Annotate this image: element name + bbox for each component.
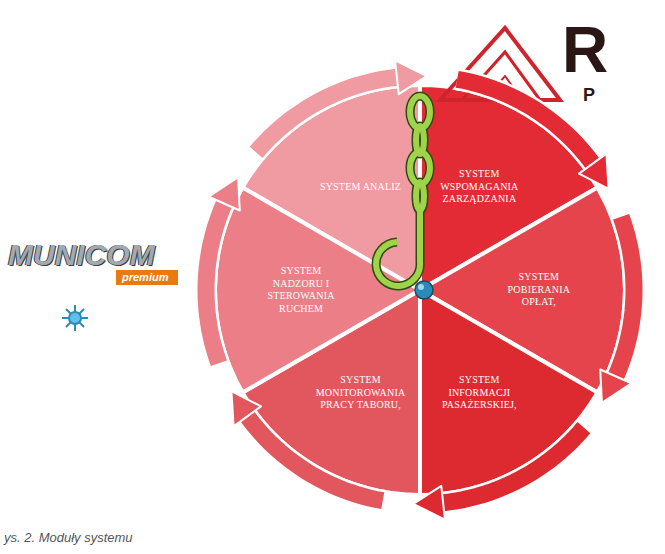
- module-name: SYSTEM INFORMACJI PASAŻERSKIEJ,: [431, 374, 527, 412]
- logo-subletter: P: [583, 86, 595, 104]
- cycle-arrow: [256, 60, 427, 152]
- module-name: SYSTEM NADZORU I STEROWANIA RUCHEM: [255, 265, 347, 315]
- module-name: SYSTEM WSPOMAGANIA ZARZĄDZANIA: [431, 168, 527, 206]
- pie-slice: [215, 188, 420, 393]
- module-segment: SYSTEM WSPOMAGANIA ZARZĄDZANIA: [431, 168, 527, 206]
- brand-name: MUNICOM: [8, 240, 155, 270]
- module-name: SYSTEM MONITOROWANIA PRACY TABORU,: [311, 374, 411, 412]
- cycle-arrow: [206, 177, 240, 363]
- pie-slice: [420, 290, 598, 495]
- brand-badge: premium: [116, 270, 178, 285]
- cycle-arrow: [413, 428, 584, 520]
- logo-letter: R: [562, 18, 608, 82]
- pie-slices: [215, 85, 625, 495]
- module-name: SYSTEM ANALIZ: [315, 181, 407, 194]
- module-segment: SYSTEM ANALIZ: [315, 181, 407, 194]
- module-segment: SYSTEM NADZORU I STEROWANIA RUCHEM: [255, 265, 347, 315]
- module-segment: SYSTEM INFORMACJI PASAŻERSKIEJ,: [431, 374, 527, 412]
- cycle-arrow: [600, 217, 634, 403]
- module-segment: SYSTEM POBIERANIA OPŁAT,: [493, 271, 585, 309]
- star-icon: [62, 305, 88, 331]
- module-segment: SYSTEM MONITOROWANIA PRACY TABORU,: [311, 374, 411, 412]
- figure-caption: ys. 2. Moduły systemu: [4, 530, 133, 546]
- module-name: SYSTEM POBIERANIA OPŁAT,: [493, 271, 585, 309]
